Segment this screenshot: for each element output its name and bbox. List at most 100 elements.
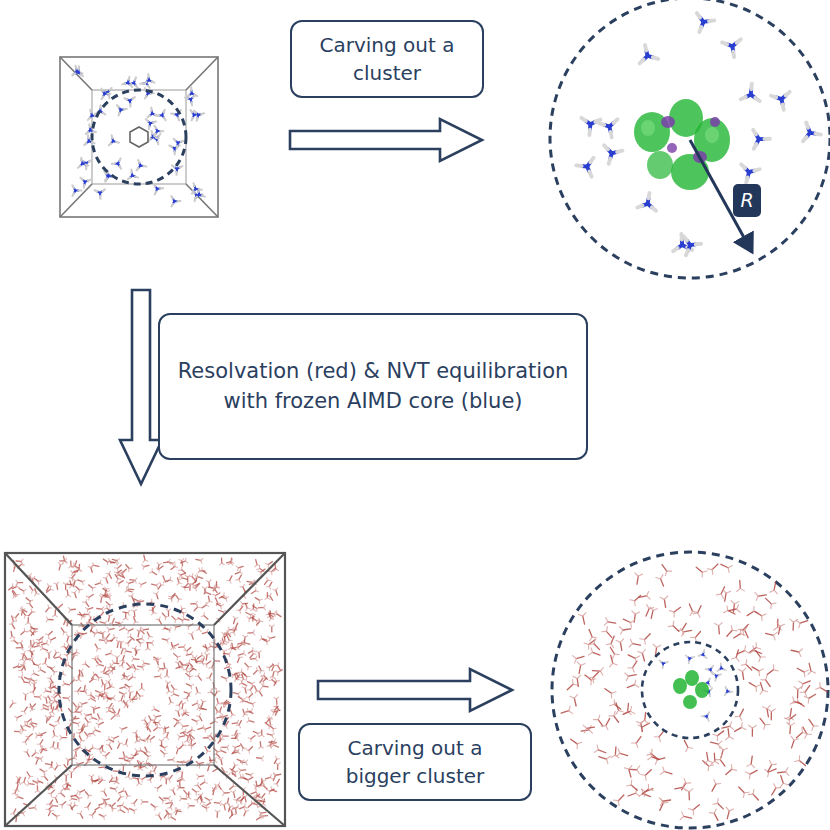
molecule-bond xyxy=(72,574,75,578)
molecule-bond xyxy=(87,796,89,799)
molecule-bond xyxy=(111,653,113,655)
molecule-bond xyxy=(278,670,282,672)
molecule-bond xyxy=(120,728,123,730)
molecule-bond xyxy=(226,664,228,666)
molecule-bond xyxy=(100,745,103,749)
molecule-bond xyxy=(126,703,127,708)
molecule-bond xyxy=(686,250,688,255)
molecule-bond xyxy=(197,782,199,785)
molecule-bond xyxy=(111,562,116,564)
molecule-bond xyxy=(269,618,271,621)
molecule-bond xyxy=(119,575,123,577)
molecule-bond xyxy=(119,158,120,161)
molecule-bond xyxy=(103,755,106,757)
molecule-bond xyxy=(79,762,84,764)
molecule-bond xyxy=(272,709,275,710)
molecule-bond xyxy=(95,190,98,191)
molecule-bond xyxy=(136,85,138,87)
molecule-bond xyxy=(153,120,156,123)
molecule-bond xyxy=(207,654,210,655)
molecule-bond xyxy=(250,658,255,660)
molecule-bond xyxy=(130,170,133,173)
molecule-bond xyxy=(589,172,591,177)
molecule-bond xyxy=(86,596,89,597)
molecule-bond xyxy=(48,638,51,639)
molecule-bond xyxy=(786,92,790,96)
molecule-bond xyxy=(89,110,92,113)
molecule-bond xyxy=(257,621,260,625)
molecule-bond xyxy=(163,110,164,113)
molecule-bond xyxy=(55,721,58,723)
molecule-bond xyxy=(29,683,30,686)
molecule-bond xyxy=(227,636,229,640)
molecule-bond xyxy=(216,786,219,787)
molecule-bond xyxy=(130,85,132,87)
molecule-bond xyxy=(242,748,243,751)
molecule-bond xyxy=(95,583,100,584)
molecule-bond xyxy=(89,748,93,751)
molecule-bond xyxy=(152,766,153,769)
molecule-bond xyxy=(113,770,118,772)
molecule-bond xyxy=(119,665,122,667)
molecule-bond xyxy=(244,811,246,816)
molecule-bond xyxy=(229,667,231,669)
molecule-bond xyxy=(262,684,263,687)
molecule-bond xyxy=(203,728,205,730)
molecule-bond xyxy=(24,665,26,670)
molecule-bond xyxy=(252,803,255,805)
molecule-bond xyxy=(240,572,243,574)
molecule-bond xyxy=(66,595,68,597)
molecule-bond xyxy=(153,706,155,709)
molecule-bond xyxy=(191,603,196,604)
molecule-bond xyxy=(111,716,115,719)
molecule-bond xyxy=(215,692,217,696)
molecule-bond xyxy=(75,691,78,692)
molecule-bond xyxy=(140,763,142,768)
molecule-bond xyxy=(54,694,58,697)
molecule-bond xyxy=(46,763,51,765)
molecule-bond xyxy=(93,747,96,749)
molecule-bond xyxy=(179,787,184,788)
molecule-bond xyxy=(176,626,181,627)
molecule-bond xyxy=(120,687,125,688)
molecule-bond xyxy=(135,177,138,178)
molecule-bond xyxy=(109,623,112,625)
molecule-bond xyxy=(66,776,67,781)
molecule-bond xyxy=(145,747,147,752)
molecule-bond xyxy=(71,772,72,777)
molecule-bond xyxy=(62,802,66,805)
molecule-bond xyxy=(174,644,179,646)
molecule-bond xyxy=(89,622,93,624)
molecule-bond xyxy=(216,604,220,606)
molecule-bond xyxy=(99,664,104,666)
molecule-bond xyxy=(15,789,17,794)
molecule-bond xyxy=(20,659,23,660)
molecule-bond xyxy=(80,178,82,180)
molecule-bond xyxy=(117,105,119,107)
molecule-bond xyxy=(145,766,147,768)
molecule-bond xyxy=(640,60,644,64)
molecule-bond xyxy=(242,683,247,685)
molecule-bond xyxy=(190,757,192,762)
molecule-bond xyxy=(208,596,209,601)
molecule-bond xyxy=(92,675,95,679)
molecule-bond xyxy=(80,811,81,814)
molecule-bond xyxy=(85,166,87,169)
molecule-bond xyxy=(73,193,74,196)
molecule-bond xyxy=(109,679,111,681)
molecule-bond xyxy=(76,707,79,711)
molecule-bond xyxy=(133,665,135,669)
molecule-bond xyxy=(139,737,141,740)
molecule-bond xyxy=(202,632,207,633)
molecule-bond xyxy=(238,644,242,647)
molecule-bond xyxy=(160,187,163,189)
molecule-bond xyxy=(196,660,201,662)
molecule-bond xyxy=(151,804,155,807)
molecule-bond xyxy=(140,643,141,646)
molecule-bond xyxy=(200,802,202,804)
molecule-bond xyxy=(112,618,114,623)
molecule-bond xyxy=(611,132,612,137)
molecule-bond xyxy=(61,628,64,632)
molecule-bond xyxy=(130,634,131,637)
molecule-bond xyxy=(169,697,171,702)
